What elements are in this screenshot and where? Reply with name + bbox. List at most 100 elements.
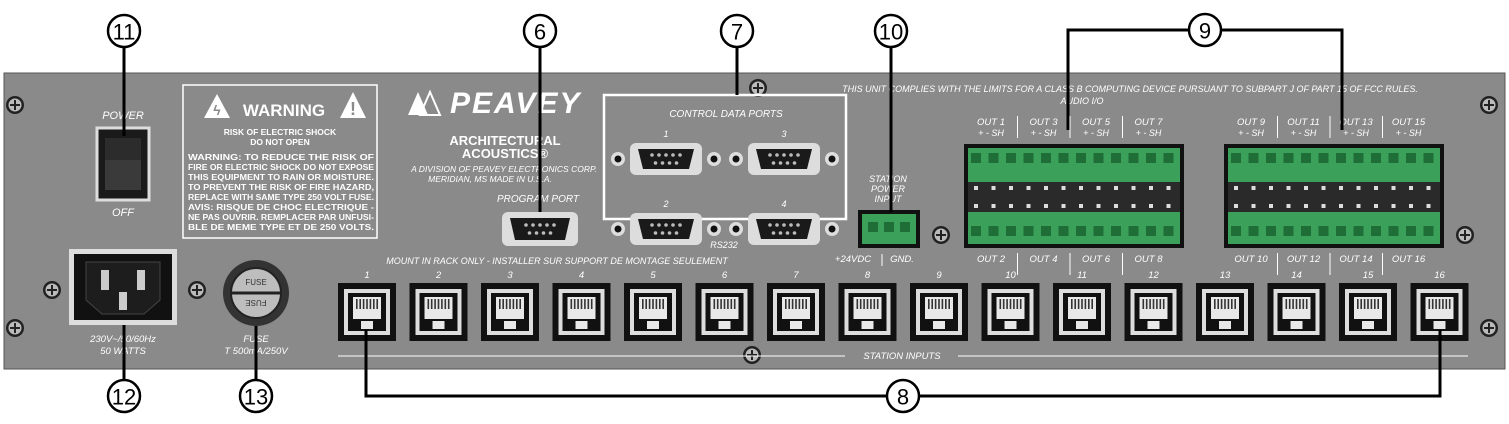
power-switch[interactable] xyxy=(95,126,151,202)
callout-leaders xyxy=(122,28,1442,398)
program-port-db9[interactable] xyxy=(502,212,578,246)
audio-io-label: AUDIO I/O xyxy=(1059,96,1103,106)
station-number: 12 xyxy=(1148,270,1159,281)
ac-inlet[interactable] xyxy=(69,249,177,325)
callout-9: 9 xyxy=(1187,12,1223,48)
screw xyxy=(932,226,950,244)
warning-text-line: TO PREVENT THE RISK OF FIRE HAZARD, xyxy=(188,183,374,192)
output-label: OUT 16 xyxy=(1392,254,1426,265)
pin-polarity-label: + - SH xyxy=(978,128,1004,138)
screw-group xyxy=(6,79,1498,364)
screw xyxy=(1480,319,1498,337)
pin-polarity-label: + - SH xyxy=(1136,128,1162,138)
station-power-vdc: +24VDC xyxy=(835,254,871,265)
station-number: 1 xyxy=(364,270,369,281)
control-port-1[interactable] xyxy=(630,143,702,175)
screw xyxy=(188,281,206,299)
program-port-connector[interactable] xyxy=(502,212,578,246)
station-number: 13 xyxy=(1220,270,1231,281)
station-power-terminal[interactable] xyxy=(858,210,920,248)
callout-number: 6 xyxy=(534,20,546,45)
output-label: OUT 10 xyxy=(1234,254,1268,265)
port-2-label: 2 xyxy=(662,199,668,209)
output-label: OUT 13 xyxy=(1339,117,1373,128)
pin-polarity-label: + - SH xyxy=(1031,128,1057,138)
rj45-jack[interactable] xyxy=(624,283,682,341)
pin-polarity-label: + - SH xyxy=(1083,128,1109,138)
rj45-jack[interactable] xyxy=(409,283,468,341)
station-number: 15 xyxy=(1363,270,1374,281)
screw xyxy=(749,79,767,97)
pin-polarity-label: + - SH xyxy=(1291,128,1317,138)
port-1-label: 1 xyxy=(663,129,668,139)
brand-line2: ACOUSTICS® xyxy=(462,146,549,161)
peavey-logo xyxy=(408,89,442,116)
rj45-jack[interactable] xyxy=(1053,283,1111,341)
mount-notice: MOUNT IN RACK ONLY - INSTALLER SUR SUPPO… xyxy=(386,256,729,266)
output-label: OUT 6 xyxy=(1082,254,1111,265)
screw xyxy=(6,96,24,114)
control-port-3[interactable] xyxy=(748,143,820,175)
callout-8: 8 xyxy=(885,378,921,414)
pin-polarity-label: + - SH xyxy=(1396,128,1422,138)
svg-text:!: ! xyxy=(350,99,356,119)
rj45-jack[interactable] xyxy=(1410,283,1469,341)
rj45-jack[interactable] xyxy=(695,283,754,341)
station-number: 16 xyxy=(1434,270,1445,281)
station-number: 10 xyxy=(1005,270,1016,281)
rj45-jack[interactable] xyxy=(910,283,968,341)
callout-7: 7 xyxy=(719,13,755,49)
rj45-jack[interactable] xyxy=(1196,283,1254,341)
screw xyxy=(743,346,761,364)
control-port-4[interactable] xyxy=(748,213,820,245)
warning-sub1: RISK OF ELECTRIC SHOCK xyxy=(224,127,337,137)
rj45-jack[interactable] xyxy=(1339,283,1397,341)
warning-text-line: AVIS: RISQUE DE CHOC ELECTRIQUE - xyxy=(188,202,374,212)
station-number: 8 xyxy=(865,270,871,281)
port-3-label: 3 xyxy=(781,129,786,139)
jackscrew xyxy=(707,152,721,166)
rj45-jack[interactable] xyxy=(552,283,611,341)
callout-number: 11 xyxy=(113,20,136,45)
warning-label: ! ϟ xyxy=(182,84,378,239)
jackscrew xyxy=(825,152,839,166)
output-label: OUT 3 xyxy=(1030,117,1059,128)
control-port-connectors[interactable] xyxy=(611,143,839,245)
rj45-jack[interactable] xyxy=(1267,283,1326,341)
terminal-block[interactable] xyxy=(1224,144,1444,248)
output-label: OUT 2 xyxy=(977,254,1006,265)
terminal-block[interactable] xyxy=(964,144,1184,248)
callout-number: 8 xyxy=(897,385,909,410)
rj45-jack[interactable] xyxy=(981,283,1040,341)
rj45-jack[interactable] xyxy=(767,283,825,341)
brand-name: PEAVEY xyxy=(450,87,582,120)
callout-6: 6 xyxy=(522,13,558,49)
screw xyxy=(6,319,24,337)
rj45-jack[interactable] xyxy=(838,283,897,341)
power-off-label: OFF xyxy=(112,207,135,219)
warning-text-line: REPLACE WITH SAME TYPE 250 VOLT FUSE. xyxy=(188,193,374,202)
callout-10: 10 xyxy=(873,13,909,49)
callout-number: 12 xyxy=(112,385,136,410)
warning-sub2: DO NOT OPEN xyxy=(250,137,310,147)
station-power-l1: STATION xyxy=(869,174,907,184)
control-port-2[interactable] xyxy=(630,213,702,245)
station-number: 2 xyxy=(435,270,442,281)
rj45-jack[interactable] xyxy=(1124,283,1183,341)
jackscrew xyxy=(611,222,625,236)
warning-text-line: THIS EQUIPMENT TO RAIN OR MOISTURE. xyxy=(188,173,374,182)
port-4-label: 4 xyxy=(781,199,786,209)
station-power-l3: INPUT xyxy=(875,194,904,204)
fuse-holder[interactable] xyxy=(223,260,289,326)
rs232-label: RS232 xyxy=(710,240,738,250)
audio-output-terminals[interactable] xyxy=(964,144,1444,248)
jackscrew xyxy=(707,222,721,236)
callout-12: 12 xyxy=(106,378,142,414)
station-number: 11 xyxy=(1077,270,1087,281)
station-inputs-label: STATION INPUTS xyxy=(863,351,941,362)
rj45-jack[interactable] xyxy=(481,283,539,341)
output-label: OUT 8 xyxy=(1135,254,1164,265)
